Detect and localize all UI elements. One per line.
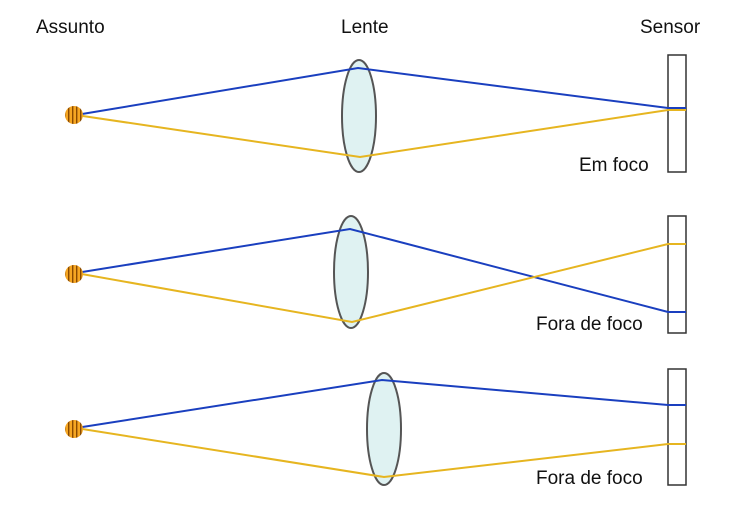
subject-point [65,265,83,283]
lower-ray [75,243,686,324]
upper-ray [75,378,686,429]
upper-ray [75,66,686,116]
header-lens: Lente [341,17,389,38]
subject-point [65,106,83,124]
panel-in-focus: Em foco [65,54,687,176]
panel-caption: Fora de foco [536,468,643,489]
sensor-plate [667,368,687,486]
lower-ray [75,427,686,479]
subject-point [65,420,83,438]
panel-caption: Fora de foco [536,314,643,335]
header-subject: Assunto [36,17,105,38]
lens [366,372,402,486]
panel-out-of-focus-1: Fora de foco [65,215,687,335]
header-sensor: Sensor [640,17,701,38]
upper-ray [75,227,686,313]
panel-caption: Em foco [579,155,649,176]
lens [341,59,377,173]
lens [333,215,369,329]
sensor-plate [667,54,687,173]
lower-ray [75,109,686,159]
sensor-plate [667,215,687,334]
panel-out-of-focus-2: Fora de foco [65,368,687,489]
